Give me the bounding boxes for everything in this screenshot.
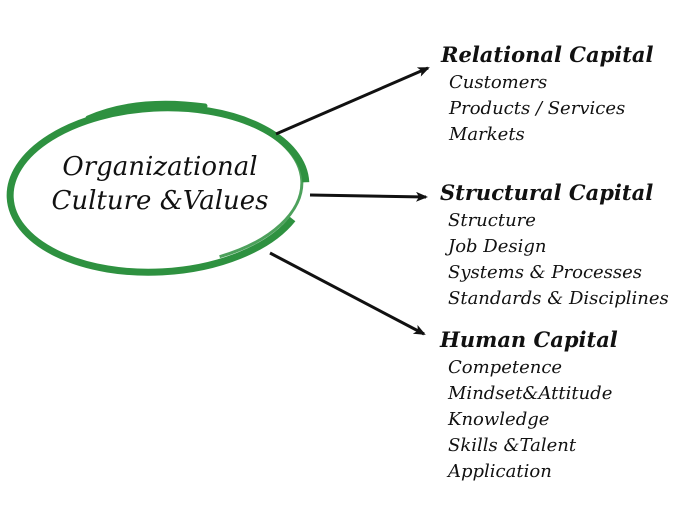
list-item: Application <box>448 461 552 482</box>
list-item: Structure <box>448 210 536 231</box>
group-items: Customers Products / Services Markets <box>441 70 654 148</box>
group-title: Relational Capital <box>441 42 654 67</box>
list-item: Markets <box>449 124 525 145</box>
list-item: Mindset&Attitude <box>448 383 613 404</box>
culture-ring <box>6 100 310 276</box>
group-items: Competence Mindset&Attitude Knowledge Sk… <box>440 355 618 485</box>
group-items: Structure Job Design Systems & Processes… <box>440 208 669 312</box>
arrow-structural <box>309 191 428 202</box>
group-human-capital: Human Capital Competence Mindset&Attitud… <box>440 327 618 485</box>
center-label-line2: Culture &Values <box>51 186 269 216</box>
group-relational-capital: Relational Capital Customers Products / … <box>441 42 654 148</box>
list-item: Job Design <box>448 236 547 257</box>
center-label-line1: Organizational <box>62 152 258 182</box>
list-item: Skills &Talent <box>448 435 577 456</box>
arrow-human <box>269 251 426 336</box>
group-title: Structural Capital <box>440 180 654 205</box>
list-item: Knowledge <box>448 409 550 430</box>
group-structural-capital: Structural Capital Structure Job Design … <box>440 180 669 312</box>
group-title: Human Capital <box>440 327 618 352</box>
list-item: Products / Services <box>449 98 626 119</box>
list-item: Standards & Disciplines <box>448 288 669 309</box>
list-item: Competence <box>448 357 563 378</box>
center-label: Organizational Culture &Values <box>40 150 280 218</box>
arrow-relational <box>275 66 430 136</box>
list-item: Systems & Processes <box>448 262 643 283</box>
list-item: Customers <box>449 72 548 93</box>
